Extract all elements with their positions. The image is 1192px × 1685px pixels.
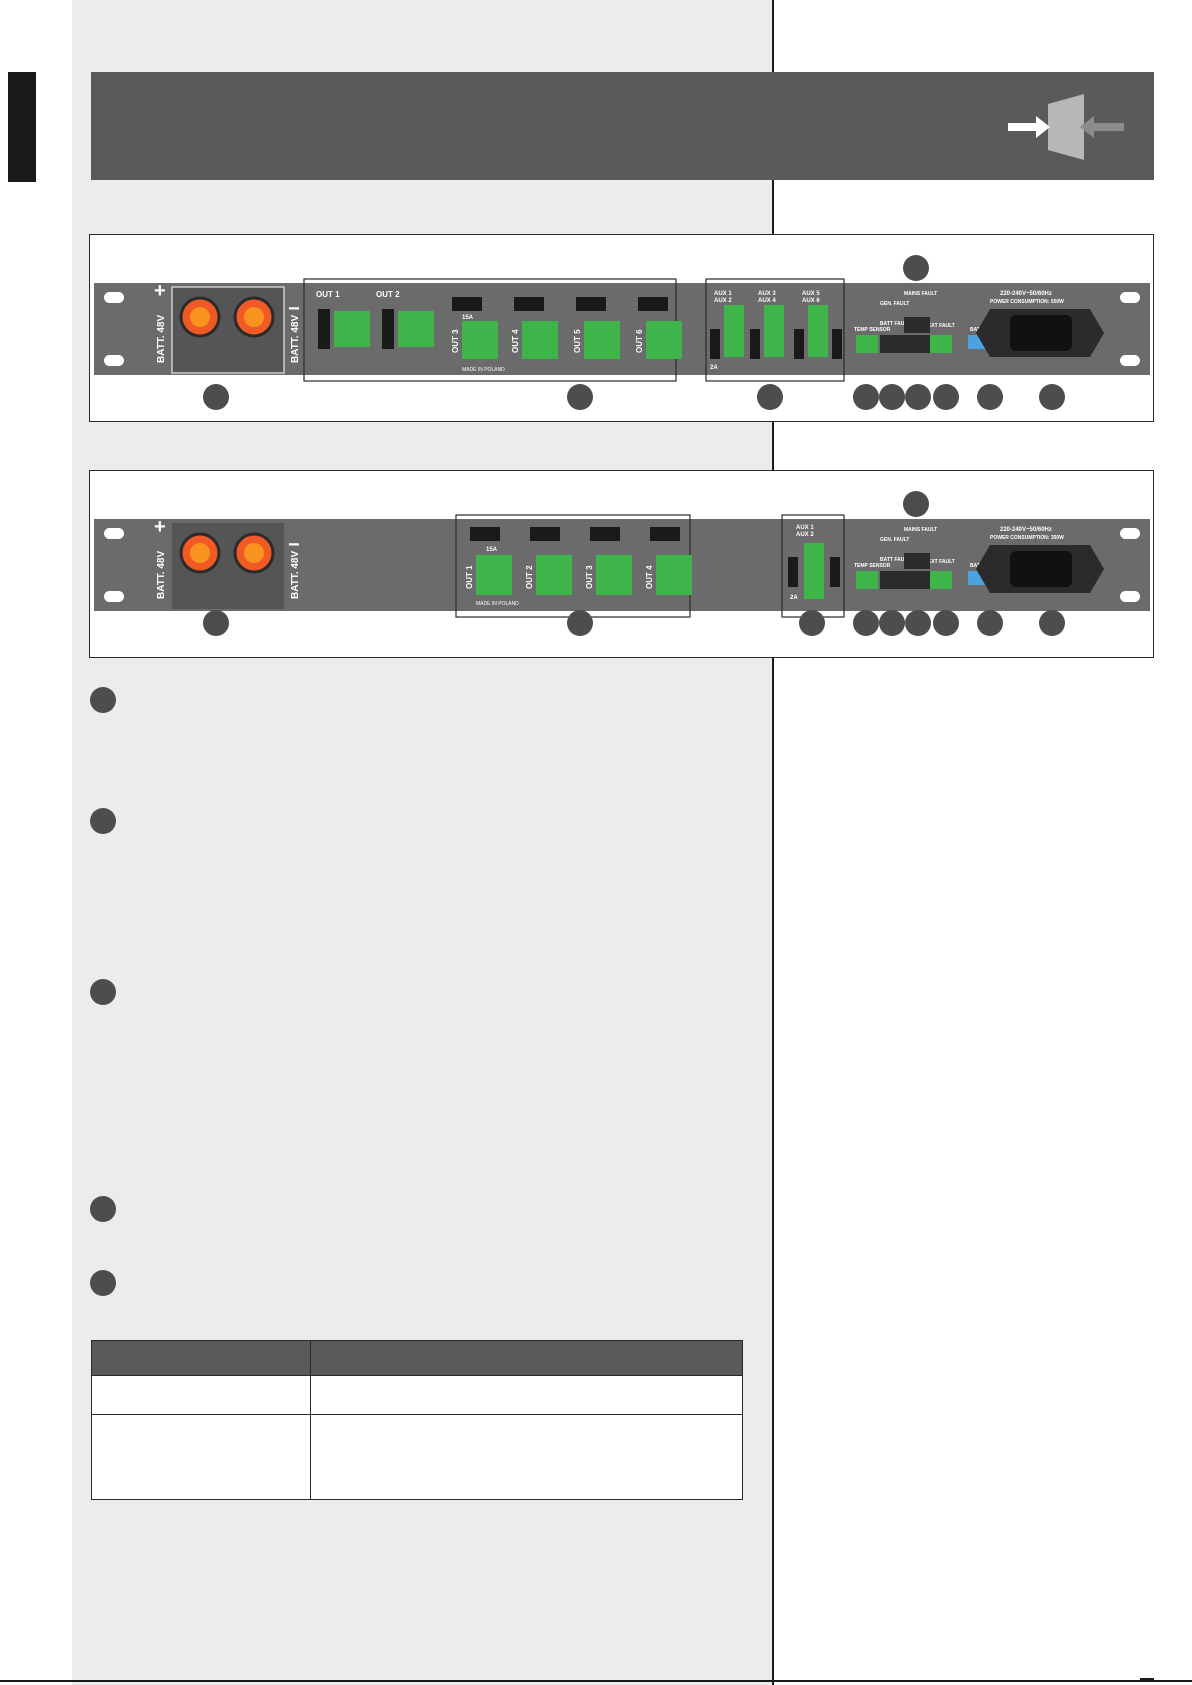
rear-panel-b-drawing: + − BATT. 48V BATT. 48V OUT 1 OUT 2 OUT … (94, 491, 1150, 636)
fuse-2a-label: 2A (710, 365, 718, 371)
out4-label: OUT 4 (645, 565, 654, 589)
table-cell (310, 1414, 743, 1500)
language-tab (8, 72, 36, 182)
table-cell (91, 1414, 311, 1500)
made-in-label: MADE IN POLAND (476, 601, 519, 607)
arrows-into-block-icon (1008, 94, 1124, 160)
table-cell (310, 1375, 743, 1415)
out2-label: OUT 2 (525, 565, 534, 589)
batt-plus-label: BATT. 48V (156, 315, 167, 363)
out2-label: OUT 2 (376, 290, 400, 299)
section-header-bar (91, 72, 1154, 180)
column-divider (772, 0, 774, 1685)
table-cell (91, 1375, 311, 1415)
rear-panel-a-drawing: + − BATT. 48V BATT. 48V OUT 1 OUT 2 OUT … (94, 255, 1150, 410)
batt-plus-label: BATT. 48V (156, 551, 167, 599)
rear-panel-diagram-b: + − BATT. 48V BATT. 48V OUT 1 OUT 2 OUT … (89, 470, 1154, 658)
power-consumption-label: POWER CONSUMPTION: 550W (990, 299, 1064, 305)
batt-fault-label: BATT FAULT (880, 321, 910, 327)
batt-minus-label: BATT. 48V (290, 315, 301, 363)
made-in-label: MADE IN POLAND (462, 367, 505, 373)
out1-label: OUT 1 (316, 290, 340, 299)
out3-label: OUT 3 (451, 329, 460, 353)
table-row (91, 1414, 743, 1500)
spec-table (91, 1340, 743, 1500)
fuse-15a-label: 15A (486, 547, 498, 553)
gen-fault-label: GEN. FAULT (880, 537, 909, 543)
page-number-mark (1140, 1678, 1154, 1680)
power-rating-label: 220-240V~50/60Hz (1000, 527, 1052, 533)
rear-panel-diagram-a: + − BATT. 48V BATT. 48V OUT 1 OUT 2 OUT … (89, 234, 1154, 422)
mains-fault-label: MAINS FAULT (904, 291, 937, 297)
out1-label: OUT 1 (465, 565, 474, 589)
ext-fault-label: EXT FAULT (928, 323, 955, 329)
fuse-2a-label: 2A (790, 595, 798, 601)
svg-text:+: + (154, 516, 166, 538)
out3-label: OUT 3 (585, 565, 594, 589)
table-header-cell (91, 1340, 311, 1376)
item-bullet-1 (90, 687, 116, 713)
item-bullet-3 (90, 979, 116, 1005)
bottom-rule (0, 1680, 1192, 1682)
power-consumption-label: POWER CONSUMPTION: 350W (990, 535, 1064, 541)
svg-text:−: − (288, 298, 300, 320)
batt-minus-label: BATT. 48V (290, 551, 301, 599)
table-row (91, 1375, 743, 1415)
ext-fault-label: EXT FAULT (928, 559, 955, 565)
item-bullet-2 (90, 808, 116, 834)
item-bullet-5 (90, 1270, 116, 1296)
fuse-15a-label: 15A (462, 315, 474, 321)
svg-text:−: − (288, 534, 300, 556)
power-rating-label: 220-240V~50/60Hz (1000, 291, 1052, 297)
table-header-row (91, 1340, 743, 1376)
svg-text:+: + (154, 280, 166, 302)
temp-sensor-label: TEMP SENSOR (854, 563, 891, 569)
table-header-cell (310, 1340, 743, 1376)
item-bullet-4 (90, 1196, 116, 1222)
batt-fault-label: BATT FAULT (880, 557, 910, 563)
out6-label: OUT 6 (635, 329, 644, 353)
temp-sensor-label: TEMP SENSOR (854, 327, 891, 333)
out4-label: OUT 4 (511, 329, 520, 353)
gen-fault-label: GEN. FAULT (880, 301, 909, 307)
mains-fault-label: MAINS FAULT (904, 527, 937, 533)
out5-label: OUT 5 (573, 329, 582, 353)
